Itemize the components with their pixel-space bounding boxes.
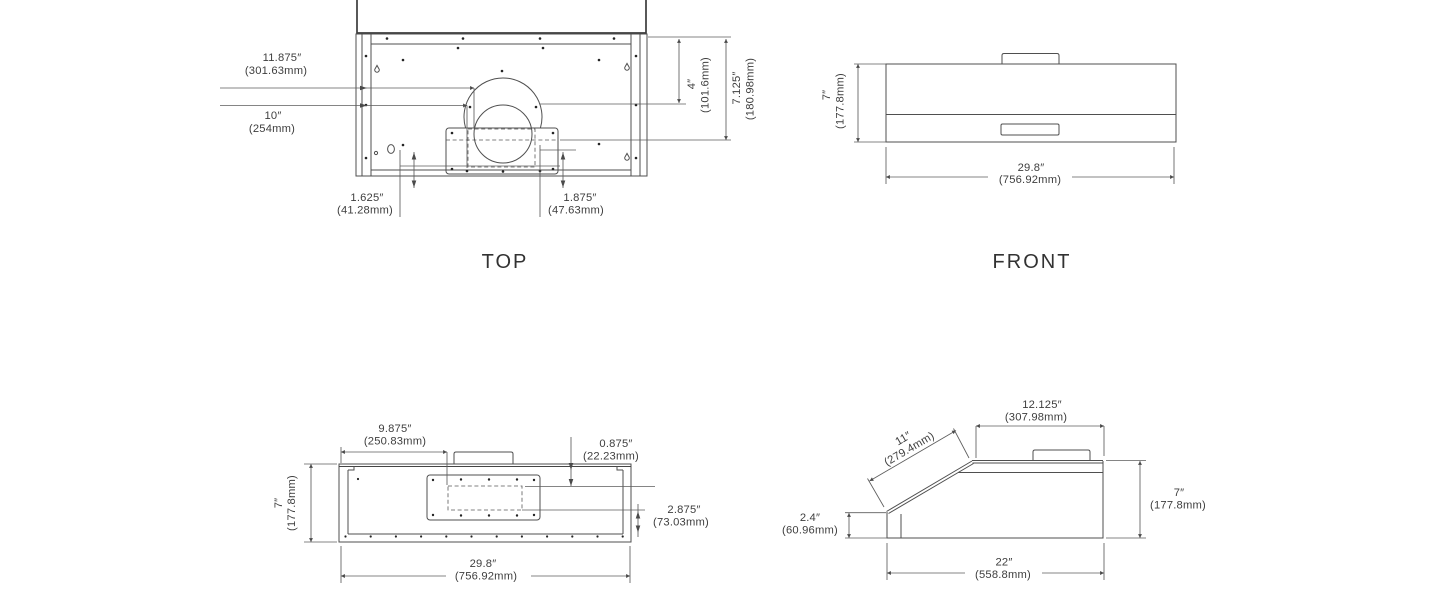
- dim-front-width-mm: (756.92mm): [999, 174, 1061, 186]
- dim-plate-from-top-mm: (180.98mm): [745, 58, 757, 120]
- dim-plate-inset-right-mm: (47.63mm): [548, 205, 604, 217]
- dim-front-height-mm: (177.8mm): [835, 73, 847, 129]
- dim-bottom-width-mm: (756.92mm): [455, 571, 517, 583]
- duct-tab: [453, 451, 514, 464]
- dim-plate-inset-left-in: 1.625″: [350, 192, 383, 204]
- dim-plate-inset-right-in: 1.875″: [563, 192, 596, 204]
- side-view-dimensions: 12.125″ (307.98mm) 11″ (279.4mm) 2.4″ (6…: [782, 399, 1206, 581]
- top-view-geometry: [355, 0, 648, 177]
- dim-bottom-width-in: 29.8″: [470, 558, 497, 570]
- dim-cutout-inset-bottom-in: 2.875″: [667, 504, 700, 516]
- bottom-view: 9.875″ (250.83mm) 0.875″ (22.23mm) 2.875…: [273, 423, 709, 583]
- dim-side-back-height-mm: (177.8mm): [1150, 500, 1206, 512]
- dim-side-bottom-depth-in: 22″: [995, 557, 1012, 569]
- keyhole-slot: [624, 152, 630, 161]
- side-view: 12.125″ (307.98mm) 11″ (279.4mm) 2.4″ (6…: [782, 399, 1206, 581]
- dim-cutout-inset-top-in: 0.875″: [599, 438, 632, 450]
- dim-cutout-inset-bottom-mm: (73.03mm): [653, 517, 709, 529]
- duct-mounting-plate: [445, 127, 559, 175]
- dim-side-back-height-in: 7″: [1174, 487, 1185, 499]
- bottom-view-geometry: [338, 451, 632, 543]
- top-view-label: TOP: [482, 251, 529, 273]
- dim-duct-from-top-mm: (101.6mm): [700, 57, 712, 113]
- dim-side-top-depth-in: 12.125″: [1022, 399, 1062, 411]
- dim-plate-from-left-mm: (254mm): [249, 123, 295, 135]
- duct-collar: [463, 77, 543, 129]
- bottom-view-dimensions: 9.875″ (250.83mm) 0.875″ (22.23mm) 2.875…: [273, 423, 709, 583]
- screw-holes: [344, 478, 624, 538]
- top-view-dimensions: 11.875″ (301.63mm) 10″ (254mm) 4″ (101.6…: [220, 36, 757, 217]
- dim-duct-from-left-mm: (301.63mm): [245, 65, 307, 77]
- front-view-dimensions: 7″ (177.8mm) 29.8″ (756.92mm): [821, 63, 1175, 186]
- dim-side-top-depth-mm: (307.98mm): [1005, 412, 1067, 424]
- dim-bottom-depth-in: 7″: [273, 498, 285, 509]
- dim-cutout-from-left-in: 9.875″: [378, 423, 411, 435]
- duct-tab: [1001, 53, 1060, 64]
- dim-front-width-in: 29.8″: [1018, 162, 1045, 174]
- top-view: 11.875″ (301.63mm) 10″ (254mm) 4″ (101.6…: [220, 0, 757, 273]
- front-view-geometry: [885, 53, 1177, 143]
- dim-bottom-depth-mm: (177.8mm): [286, 475, 298, 531]
- dim-duct-from-top-in: 4″: [686, 79, 698, 90]
- dim-duct-from-left-in: 11.875″: [263, 52, 302, 64]
- dim-plate-from-left-in: 10″: [264, 110, 281, 122]
- keyhole-slot: [624, 62, 630, 71]
- front-view-label: FRONT: [993, 251, 1072, 273]
- dim-side-front-height-in: 2.4″: [800, 512, 820, 524]
- dim-plate-from-top-in: 7.125″: [731, 71, 743, 104]
- dim-cutout-from-left-mm: (250.83mm): [364, 436, 426, 448]
- duct-tab: [1032, 449, 1091, 461]
- keyhole-slot: [374, 64, 380, 73]
- dim-side-front-height-mm: (60.96mm): [782, 525, 838, 537]
- dim-plate-inset-left-mm: (41.28mm): [337, 205, 393, 217]
- duct-hole: [473, 104, 533, 164]
- dim-side-bottom-depth-mm: (558.8mm): [975, 569, 1031, 581]
- dim-front-height-in: 7″: [821, 90, 833, 101]
- dim-cutout-inset-top-mm: (22.23mm): [583, 451, 639, 463]
- grease-filter-plate: [426, 474, 541, 521]
- side-view-geometry: [886, 449, 1104, 539]
- front-view: 7″ (177.8mm) 29.8″ (756.92mm) FRONT: [821, 53, 1177, 273]
- control-panel: [1000, 123, 1060, 136]
